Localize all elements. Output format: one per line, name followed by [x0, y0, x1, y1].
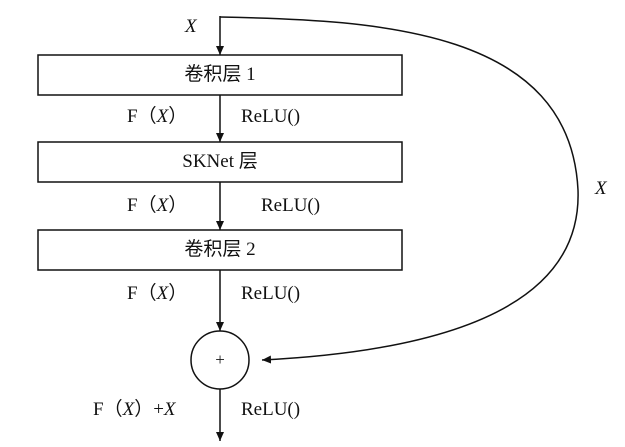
skip-x-label: X — [595, 178, 607, 199]
edge-1-fx-suffix: ） — [168, 106, 188, 127]
output-fx-suffix: ）+ — [134, 399, 164, 420]
sknet-layer-label: SKNet 层 — [182, 151, 258, 172]
skip-connection-arrow — [219, 16, 579, 364]
edge-1-relu-label: ReLU() — [241, 106, 301, 127]
conv-layer-2-box — [37, 229, 403, 271]
edge-3-relu-label: ReLU() — [241, 283, 301, 304]
edge-1-fx-label: F（X） — [127, 106, 187, 128]
edge-2-relu-label: ReLU() — [261, 195, 321, 216]
conv-layer-1-label: 卷积层 1 — [184, 64, 256, 85]
edge-3-fx-var: X — [156, 283, 169, 304]
output-fx-prefix: F（ — [93, 399, 123, 420]
edge-1-fx-prefix: F（ — [127, 106, 157, 127]
sum-symbol: + — [215, 350, 225, 369]
output-relu-label: ReLU() — [241, 399, 301, 420]
conv-layer-2-label: 卷积层 2 — [184, 239, 256, 260]
edge-3-fx-prefix: F（ — [127, 283, 157, 304]
edge-3-fx-suffix: ） — [168, 283, 188, 304]
edge-2-fx-suffix: ） — [168, 195, 188, 216]
edge-2-fx-prefix: F（ — [127, 195, 157, 216]
edge-3-fx-label: F（X） — [127, 283, 187, 305]
output-fx-label: F（X）+X — [93, 399, 176, 421]
sknet-layer-box — [37, 141, 403, 183]
edge-2-fx-var: X — [156, 195, 169, 216]
output-fx-var: X — [122, 399, 135, 420]
edge-2-fx-label: F（X） — [127, 195, 187, 217]
edge-1-fx-var: X — [156, 106, 169, 127]
output-fx-var2: X — [163, 399, 176, 420]
input-x-label: X — [185, 16, 197, 37]
